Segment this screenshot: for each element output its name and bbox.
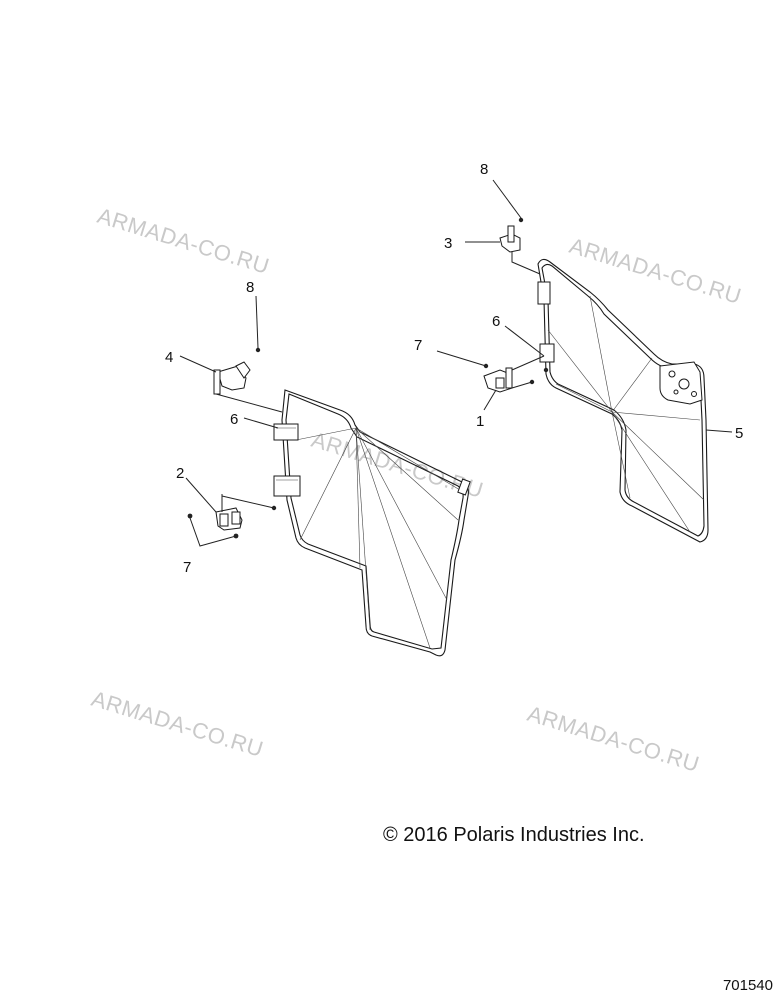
hinge-strap	[273, 423, 299, 441]
left-lower-hinge	[187, 494, 277, 539]
left-door-frame	[273, 389, 471, 657]
callout-1: 1	[476, 413, 484, 430]
callout-6-right: 6	[492, 313, 500, 330]
watermark: ARMADA-CO.RU	[525, 701, 703, 777]
callout-5: 5	[735, 425, 743, 442]
right-lower-hinge	[483, 355, 549, 393]
callout-2: 2	[176, 465, 184, 482]
callout-8-right: 8	[480, 161, 488, 178]
watermark: ARMADA-CO.RU	[567, 233, 745, 309]
hinge-strap	[273, 475, 301, 497]
hinge-strap	[537, 281, 551, 305]
callout-7-left: 7	[183, 559, 191, 576]
callout-6-left: 6	[230, 411, 238, 428]
right-door-frame	[537, 258, 709, 543]
callout-4: 4	[165, 349, 173, 366]
watermark: ARMADA-CO.RU	[89, 686, 267, 762]
diagram-number: 701540	[722, 977, 773, 994]
left-upper-hinge	[213, 347, 283, 413]
copyright-notice: © 2016 Polaris Industries Inc.	[383, 824, 645, 846]
callout-3: 3	[444, 235, 452, 252]
hinge-strap	[539, 343, 555, 363]
right-upper-hinge	[499, 217, 541, 275]
leader-lines	[179, 179, 733, 547]
watermark: ARMADA-CO.RU	[95, 203, 273, 279]
callout-7-right: 7	[414, 337, 422, 354]
callout-8-left: 8	[246, 279, 254, 296]
